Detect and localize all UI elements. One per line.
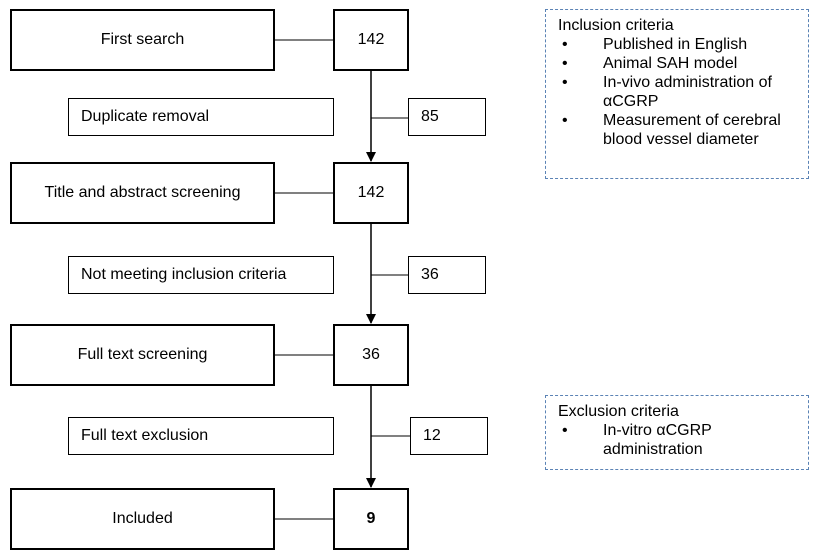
stage-box-first-search: First search bbox=[10, 9, 275, 71]
inclusion-criteria-list: •Published in English •Animal SAH model … bbox=[558, 35, 800, 149]
bullet-icon: • bbox=[562, 112, 568, 129]
removal-count-duplicates: 85 bbox=[408, 98, 486, 136]
bullet-icon: • bbox=[562, 74, 568, 91]
removal-count-full-text-exclusion: 12 bbox=[410, 417, 488, 455]
stage-label: Included bbox=[112, 510, 173, 527]
removal-count-not-meeting-criteria: 36 bbox=[408, 256, 486, 294]
stage-count: 142 bbox=[357, 31, 385, 48]
criteria-item: • Measurement of cerebral blood vessel di… bbox=[558, 111, 800, 149]
removal-box-full-text-exclusion: Full text exclusion bbox=[68, 417, 334, 455]
bullet-icon: • bbox=[562, 36, 568, 53]
count-box-full-text-screening: 36 bbox=[333, 324, 409, 386]
removal-count: 12 bbox=[423, 427, 441, 444]
stage-count: 36 bbox=[362, 346, 380, 363]
count-box-included: 9 bbox=[333, 488, 409, 550]
removal-box-duplicates: Duplicate removal bbox=[68, 98, 334, 136]
removal-count: 85 bbox=[421, 108, 439, 125]
removal-label: Full text exclusion bbox=[81, 427, 209, 444]
stage-label: Full text screening bbox=[77, 346, 208, 363]
criteria-text: Measurement of cerebral blood vessel dia… bbox=[603, 112, 781, 148]
exclusion-criteria-box: Exclusion criteria • In-vitro αCGRP admin… bbox=[545, 395, 809, 470]
exclusion-criteria-title: Exclusion criteria bbox=[558, 403, 679, 420]
criteria-item: • In-vitro αCGRP administration bbox=[558, 421, 800, 459]
stage-count: 142 bbox=[357, 184, 385, 201]
bullet-icon: • bbox=[562, 422, 568, 439]
removal-count: 36 bbox=[421, 266, 439, 283]
criteria-text: Published in English bbox=[603, 36, 748, 53]
inclusion-criteria-title: Inclusion criteria bbox=[558, 17, 674, 34]
criteria-text: In-vitro αCGRP administration bbox=[603, 422, 712, 458]
removal-box-not-meeting-criteria: Not meeting inclusion criteria bbox=[68, 256, 334, 294]
criteria-item: • In-vivo administration of αCGRP bbox=[558, 73, 800, 111]
stage-box-included: Included bbox=[10, 488, 275, 550]
stage-box-title-abstract-screening: Title and abstract screening bbox=[10, 162, 275, 224]
count-box-first-search: 142 bbox=[333, 9, 409, 71]
removal-label: Not meeting inclusion criteria bbox=[81, 266, 287, 283]
exclusion-criteria-list: • In-vitro αCGRP administration bbox=[558, 421, 800, 459]
stage-label: First search bbox=[100, 31, 185, 48]
criteria-text: Animal SAH model bbox=[603, 55, 738, 72]
removal-label: Duplicate removal bbox=[81, 108, 210, 125]
criteria-item: • Animal SAH model bbox=[558, 54, 800, 73]
count-box-title-abstract-screening: 142 bbox=[333, 162, 409, 224]
inclusion-criteria-box: Inclusion criteria • Published in English… bbox=[545, 9, 809, 179]
criteria-text: In-vivo administration of αCGRP bbox=[603, 74, 772, 110]
criteria-item: • Published in English bbox=[558, 35, 800, 54]
bullet-icon: • bbox=[562, 55, 568, 72]
stage-box-full-text-screening: Full text screening bbox=[10, 324, 275, 386]
stage-count: 9 bbox=[366, 510, 376, 527]
stage-label: Title and abstract screening bbox=[44, 184, 241, 201]
